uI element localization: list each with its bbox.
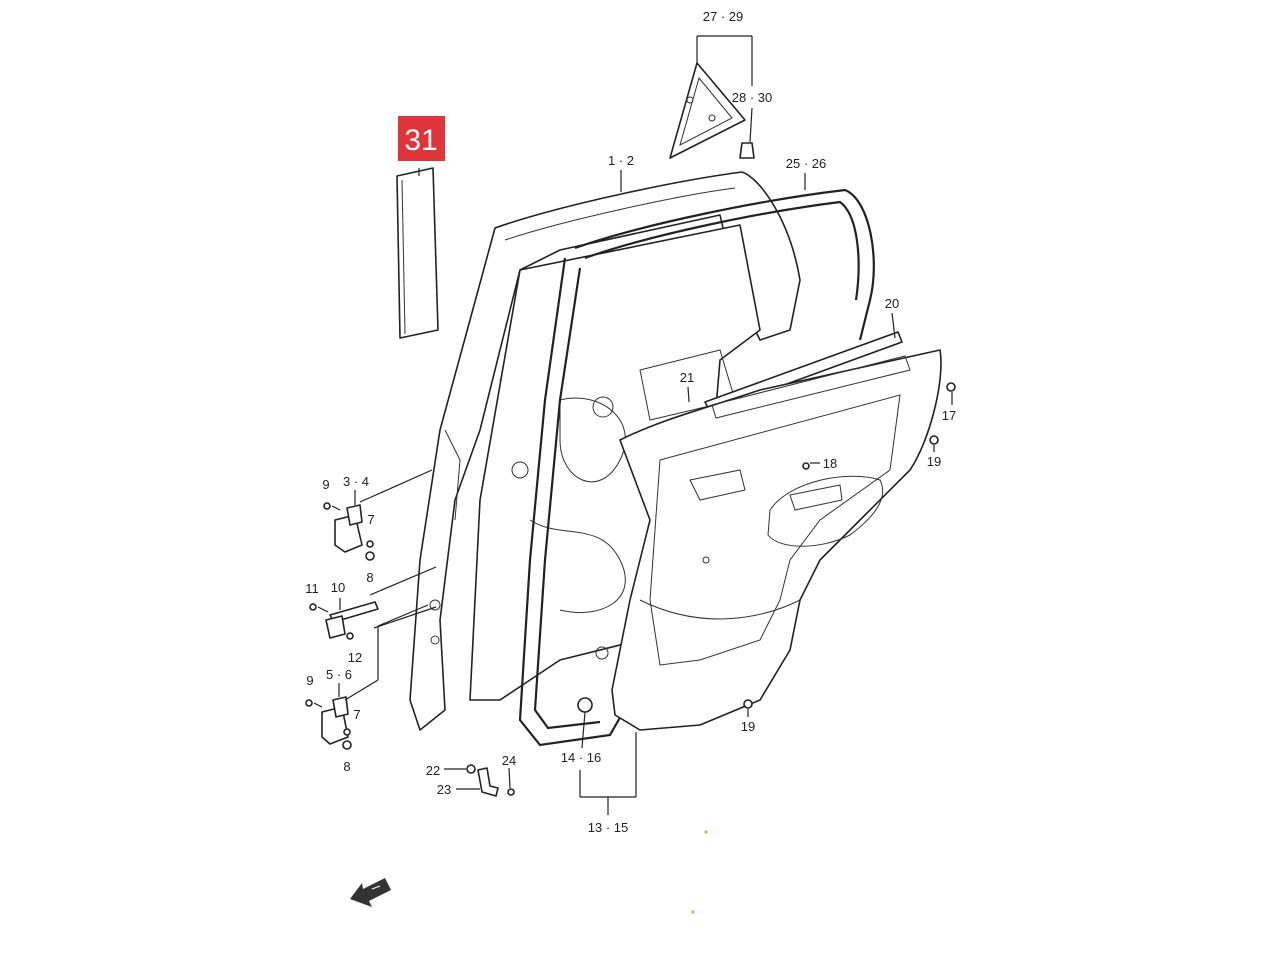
part-3-4-upper-hinge[interactable]	[334, 504, 363, 553]
part-21-door-trim[interactable]	[611, 349, 942, 731]
front-direction-arrow-icon	[350, 878, 391, 907]
leader-lines	[313, 35, 953, 815]
part-23-bracket[interactable]	[477, 767, 499, 797]
part-10-door-check[interactable]	[325, 601, 379, 639]
part-5-6-lower-hinge[interactable]	[321, 696, 349, 745]
callout-labels: 27 · 29 28 · 30 1 · 2 25 · 26 20 21 17 1…	[305, 9, 956, 835]
part-25-26-weatherstrip[interactable]	[518, 188, 875, 747]
callout-23[interactable]: 23	[437, 782, 451, 797]
callout-8-upper[interactable]: 8	[366, 570, 373, 585]
callout-7-upper[interactable]: 7	[367, 512, 374, 527]
callout-20[interactable]: 20	[885, 296, 899, 311]
callout-17[interactable]: 17	[942, 408, 956, 423]
callout-24[interactable]: 24	[502, 753, 516, 768]
highlight-badge-31[interactable]: 31	[398, 116, 445, 161]
callout-11[interactable]: 11	[305, 581, 319, 596]
callout-12[interactable]: 12	[348, 650, 362, 665]
callout-14-16[interactable]: 14 · 16	[561, 750, 601, 765]
callout-10[interactable]: 10	[331, 580, 345, 595]
callout-21[interactable]: 21	[680, 370, 694, 385]
part-27-29-quarter-window[interactable]	[669, 62, 746, 159]
part-14-16-clip[interactable]	[577, 697, 593, 713]
callout-25-26[interactable]: 25 · 26	[786, 156, 826, 171]
callout-3-4[interactable]: 3 · 4	[343, 474, 369, 489]
callout-27-29[interactable]: 27 · 29	[703, 9, 743, 24]
callout-1-2[interactable]: 1 · 2	[608, 153, 634, 168]
bolt-icon	[305, 382, 956, 796]
callout-19-upper[interactable]: 19	[927, 454, 941, 469]
part-31-pillar-garnish[interactable]	[396, 167, 439, 339]
callout-9-upper[interactable]: 9	[322, 477, 329, 492]
callout-28-30[interactable]: 28 · 30	[732, 90, 772, 105]
part-28-30-clip[interactable]	[739, 142, 755, 159]
callout-5-6[interactable]: 5 · 6	[326, 667, 352, 682]
callout-8-lower[interactable]: 8	[343, 759, 350, 774]
callout-19-lower[interactable]: 19	[741, 719, 755, 734]
speck	[704, 830, 708, 834]
callout-18[interactable]: 18	[823, 456, 837, 471]
highlight-badge-label: 31	[404, 124, 437, 157]
callout-9-lower[interactable]: 9	[306, 673, 313, 688]
speck	[691, 910, 695, 914]
callout-7-lower[interactable]: 7	[353, 707, 360, 722]
callout-22[interactable]: 22	[426, 763, 440, 778]
callout-13-15[interactable]: 13 · 15	[588, 820, 628, 835]
